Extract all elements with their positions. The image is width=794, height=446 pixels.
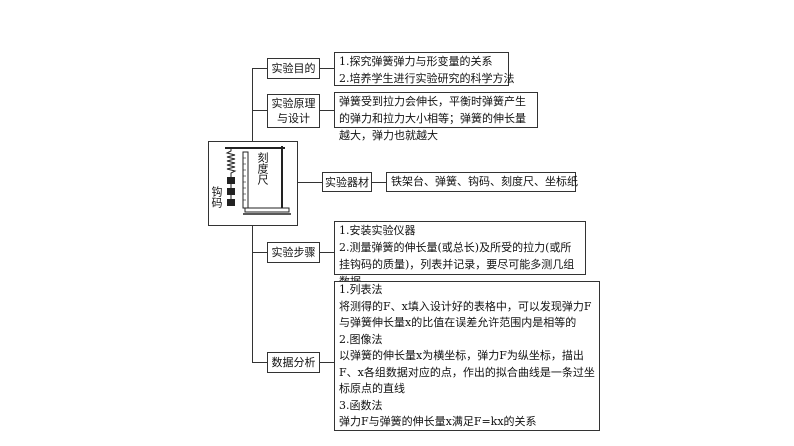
analysis-method1-title: 1.列表法 bbox=[339, 283, 383, 296]
analysis-method2-text: 以弹簧的伸长量x为横坐标，弹力F为纵坐标，描出F、x各组数据对应的点，作出的拟合… bbox=[339, 349, 595, 395]
connector-purpose bbox=[252, 68, 267, 69]
connector-analysis bbox=[252, 362, 267, 363]
steps-item-2: 2.测量弹簧的伸长量(或总长)及所受的拉力(或所挂钩码的质量)，列表并记录，要尽… bbox=[339, 241, 575, 288]
connector-label-steps bbox=[320, 252, 334, 253]
steps-box: 1.安装实验仪器 2.测量弹簧的伸长量(或总长)及所受的拉力(或所挂钩码的质量)… bbox=[334, 221, 586, 288]
node-principle-label-2: 与设计 bbox=[277, 112, 310, 125]
node-equipment-label: 实验器材 bbox=[325, 175, 369, 189]
analysis-method3-text: 弹力F与弹簧的伸长量x满足F=kx的关系 bbox=[339, 415, 537, 428]
node-equipment: 实验器材 bbox=[322, 172, 372, 192]
weights-label: 钩码 bbox=[210, 186, 223, 208]
connector-principle bbox=[252, 110, 267, 111]
purpose-box: 1.探究弹簧弹力与形变量的关系 2.培养学生进行实验研究的科学方法 bbox=[334, 52, 515, 86]
connector-steps bbox=[252, 252, 267, 253]
equipment-box: 铁架台、弹簧、钩码、刻度尺、坐标纸 bbox=[386, 172, 578, 192]
apparatus-drawing bbox=[225, 146, 291, 215]
connector-label-purpose bbox=[320, 68, 334, 69]
analysis-method2-title: 2.图像法 bbox=[339, 332, 383, 346]
node-analysis: 数据分析 bbox=[267, 352, 320, 373]
connector-label-analysis bbox=[320, 362, 334, 363]
principle-text: 弹簧受到拉力会伸长，平衡时弹簧产生的弹力和拉力大小相等；弹簧的伸长量越大，弹力也… bbox=[339, 95, 526, 142]
purpose-item-1: 1.探究弹簧弹力与形变量的关系 bbox=[339, 55, 493, 68]
connector-equipment-a bbox=[298, 182, 322, 183]
apparatus-figure: 刻度尺 钩码 bbox=[208, 141, 298, 226]
ruler-label: 刻度尺 bbox=[256, 152, 269, 185]
equipment-text: 铁架台、弹簧、钩码、刻度尺、坐标纸 bbox=[391, 175, 578, 188]
node-analysis-label: 数据分析 bbox=[271, 356, 316, 369]
analysis-method1-text: 将测得的F、x填入设计好的表格中，可以发现弹力F与弹簧伸长量x的比值在误差允许范… bbox=[339, 299, 592, 330]
purpose-item-2: 2.培养学生进行实验研究的科学方法 bbox=[339, 72, 515, 85]
connector-label-principle bbox=[320, 110, 334, 111]
node-purpose: 实验目的 bbox=[267, 58, 320, 79]
principle-box: 弹簧受到拉力会伸长，平衡时弹簧产生的弹力和拉力大小相等；弹簧的伸长量越大，弹力也… bbox=[334, 92, 538, 142]
connector-equipment-b bbox=[372, 182, 386, 183]
node-principle: 实验原理 与设计 bbox=[267, 94, 320, 128]
analysis-box: 1.列表法 将测得的F、x填入设计好的表格中，可以发现弹力F与弹簧伸长量x的比值… bbox=[334, 281, 600, 431]
node-steps: 实验步骤 bbox=[267, 242, 320, 263]
steps-item-1: 1.安装实验仪器 bbox=[339, 224, 416, 237]
analysis-method3-title: 3.函数法 bbox=[339, 398, 383, 412]
node-purpose-label: 实验目的 bbox=[271, 62, 316, 75]
node-steps-label: 实验步骤 bbox=[271, 246, 316, 259]
node-principle-label-1: 实验原理 bbox=[271, 97, 316, 110]
